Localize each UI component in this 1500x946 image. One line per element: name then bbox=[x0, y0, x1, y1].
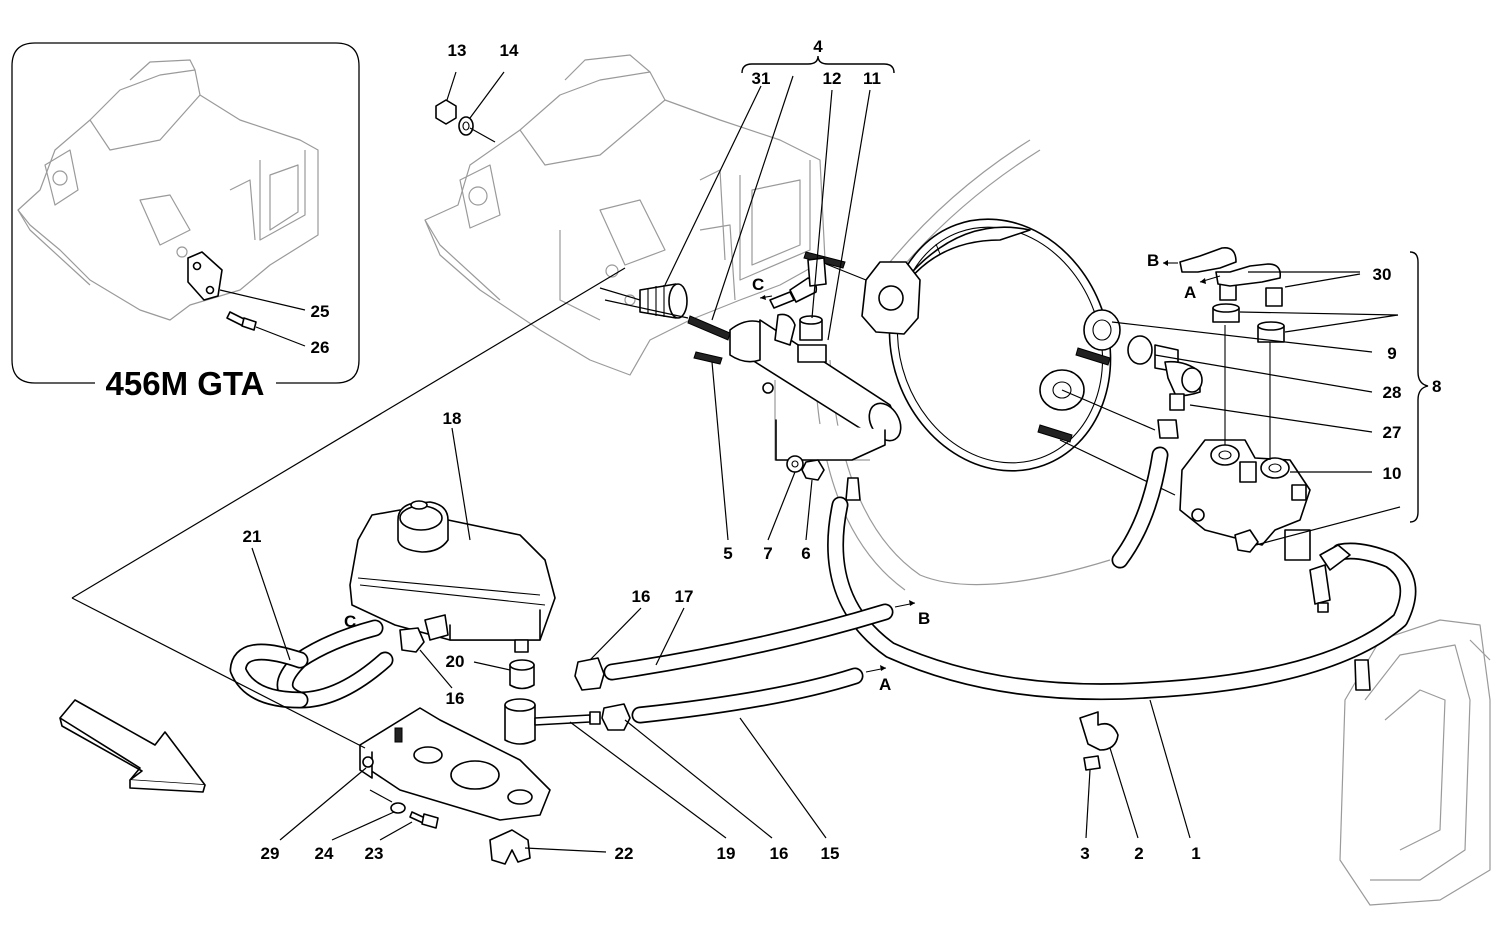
callout-2: 2 bbox=[1134, 844, 1143, 863]
callout-26: 26 bbox=[311, 338, 330, 357]
connector-pipe bbox=[504, 698, 601, 745]
callout-23: 23 bbox=[365, 844, 384, 863]
callout-1: 1 bbox=[1191, 844, 1200, 863]
reservoir-grommet bbox=[509, 659, 535, 690]
marker-b-top: B bbox=[1147, 251, 1159, 270]
callout-3: 3 bbox=[1080, 844, 1089, 863]
gearbox-casing bbox=[424, 54, 826, 376]
callout-10: 10 bbox=[1383, 464, 1402, 483]
callout-16-bottom: 16 bbox=[770, 844, 789, 863]
callout-12: 12 bbox=[823, 69, 842, 88]
pipe-clamp bbox=[1079, 711, 1119, 771]
hose-clip bbox=[489, 829, 531, 865]
bolt-and-washer bbox=[390, 802, 439, 829]
callout-20: 20 bbox=[446, 652, 465, 671]
brake-hoses bbox=[229, 446, 1417, 724]
callout-7: 7 bbox=[763, 544, 772, 563]
inset-title: 456M GTA bbox=[106, 365, 265, 402]
mounting-bracket bbox=[359, 707, 551, 821]
marker-a-top: A bbox=[1184, 283, 1196, 302]
nut-and-washer-13-14 bbox=[435, 71, 505, 143]
callout-4: 4 bbox=[813, 37, 823, 56]
callout-21: 21 bbox=[243, 527, 262, 546]
brake-caliper bbox=[1339, 619, 1491, 906]
callout-8: 8 bbox=[1432, 377, 1441, 396]
callout-19: 19 bbox=[717, 844, 736, 863]
marker-b-hose: B bbox=[918, 609, 930, 628]
brake-servo bbox=[803, 218, 1176, 496]
callout-5: 5 bbox=[723, 544, 732, 563]
pressure-regulator bbox=[1111, 246, 1429, 561]
marker-a-hose: A bbox=[879, 675, 891, 694]
callout-29: 29 bbox=[261, 844, 280, 863]
inset-bolt bbox=[226, 311, 257, 331]
reference-lines bbox=[71, 263, 867, 803]
callout-18: 18 bbox=[443, 409, 462, 428]
fluid-reservoir bbox=[349, 500, 556, 653]
inset-gearbox-casing bbox=[17, 59, 319, 321]
callout-15: 15 bbox=[821, 844, 840, 863]
callout-30: 30 bbox=[1373, 265, 1392, 284]
callout-24: 24 bbox=[315, 844, 334, 863]
inset-panel: 456M GTA 25 26 bbox=[11, 42, 360, 402]
master-cylinder bbox=[639, 257, 902, 481]
hose-fittings bbox=[399, 477, 1371, 731]
leader-lines bbox=[251, 75, 1191, 853]
callout-16-top: 16 bbox=[632, 587, 651, 606]
callout-numbers: 13 14 4 31 12 11 30 9 28 8 27 10 18 21 5… bbox=[243, 37, 1442, 863]
callout-27: 27 bbox=[1383, 423, 1402, 442]
callout-9: 9 bbox=[1387, 344, 1396, 363]
callout-25: 25 bbox=[311, 302, 330, 321]
callout-28: 28 bbox=[1383, 383, 1402, 402]
marker-c-top: C bbox=[752, 275, 764, 294]
callout-11: 11 bbox=[863, 69, 881, 88]
callout-17: 17 bbox=[675, 587, 694, 606]
callout-31: 31 bbox=[752, 69, 771, 88]
callout-14: 14 bbox=[500, 41, 519, 60]
inset-cover-plate bbox=[187, 251, 223, 301]
callout-22: 22 bbox=[615, 844, 634, 863]
callout-6: 6 bbox=[801, 544, 810, 563]
marker-c-hose: C bbox=[344, 612, 356, 631]
callout-4-brace bbox=[741, 55, 895, 74]
callout-16-left: 16 bbox=[446, 689, 465, 708]
direction-arrow-icon bbox=[59, 699, 206, 793]
connection-markers: B A C B A C bbox=[344, 251, 1221, 694]
callout-13: 13 bbox=[448, 41, 467, 60]
